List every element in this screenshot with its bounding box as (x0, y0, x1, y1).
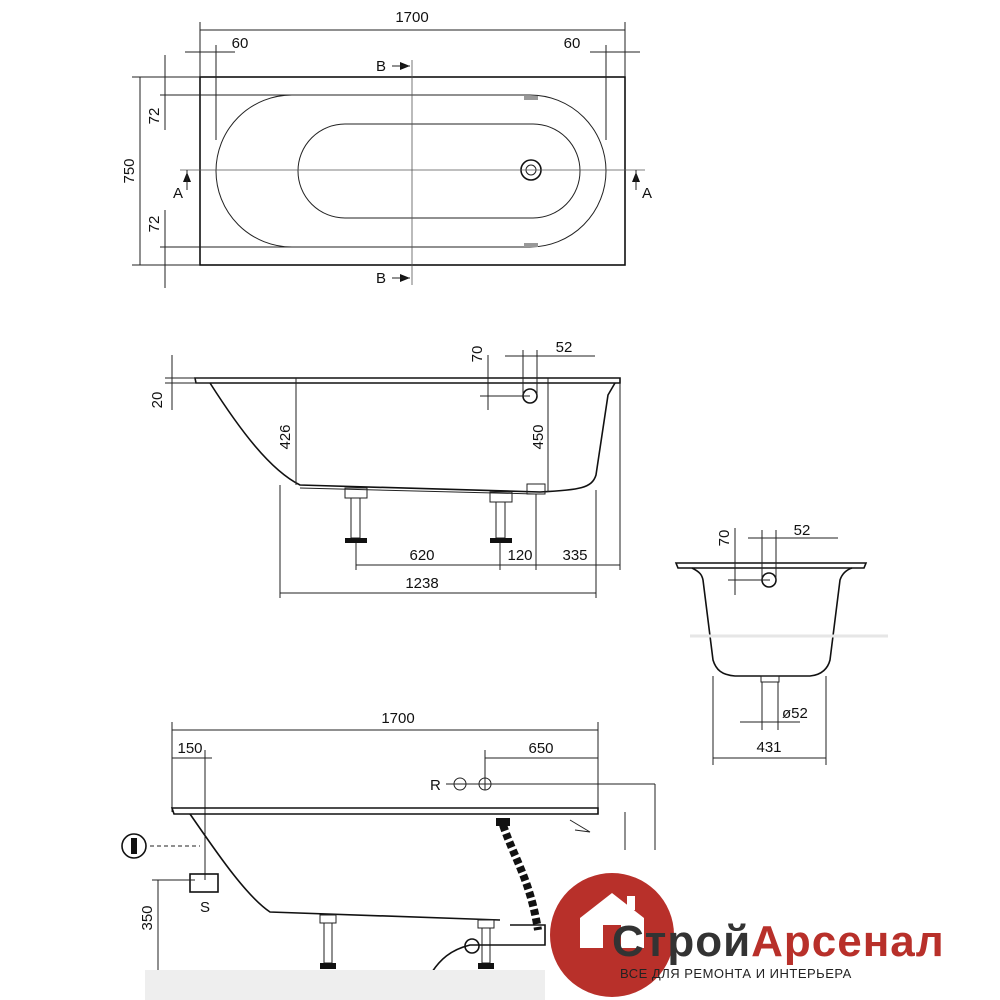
dim-length-top: 1700 (395, 9, 428, 26)
dim-left-offset: 150 (177, 740, 202, 757)
house-chimney (627, 896, 635, 910)
side-view: 20 426 70 52 450 620 120 335 1238 (149, 339, 621, 598)
dim-overflow-offset-side: 52 (556, 339, 573, 356)
cross-body (691, 567, 853, 677)
bath-outline-top (199, 76, 626, 266)
hose-cap (496, 818, 510, 826)
dim-drain-diameter: ø52 (782, 705, 808, 722)
dim-length-install: 1700 (381, 710, 414, 727)
drain-hose (499, 823, 542, 931)
brand-name-part2: Арсенал (751, 917, 945, 966)
floor (145, 970, 545, 1000)
valve-handle (131, 838, 137, 854)
brand-logo: СтройАрсенал ВСЕ ДЛЯ РЕМОНТА И ИНТЕРЬЕРА (550, 873, 945, 997)
dim-tap-offset: 650 (528, 740, 553, 757)
bath-inner-floor (299, 487, 536, 495)
brand-tagline: ВСЕ ДЛЯ РЕМОНТА И ИНТЕРЬЕРА (620, 966, 852, 981)
dim-depth: 426 (277, 424, 294, 449)
dim-drain-offset: 120 (507, 547, 532, 564)
cross-rim (674, 562, 868, 569)
install-view: 1700 150 650 R S 350 (121, 710, 656, 1000)
dim-inner-top: 72 (146, 108, 163, 125)
house-door (603, 925, 621, 948)
tap-label: R (430, 777, 441, 794)
dim-rim: 20 (149, 392, 166, 409)
bath-inner-oval (297, 123, 581, 219)
section-a-left: A (173, 185, 183, 202)
leg-right (489, 491, 513, 543)
handle-bottom (524, 243, 538, 247)
section-b-top: B (376, 58, 386, 75)
section-a-right: A (642, 185, 652, 202)
siphon (431, 924, 546, 973)
dim-outlet-height: 350 (139, 905, 156, 930)
outlet-label: S (200, 899, 210, 916)
leg-left (344, 487, 368, 543)
dim-base-width: 431 (756, 739, 781, 756)
cross-drain (760, 675, 780, 683)
brand-name: СтройАрсенал (612, 917, 945, 966)
brand-name-part1: Строй (612, 917, 751, 966)
overflow-mark (569, 819, 591, 833)
bath-rim-install (170, 807, 599, 815)
dim-overflow-offset-cross: 52 (794, 522, 811, 539)
handle-top (524, 96, 538, 100)
dim-inner-bottom: 72 (146, 216, 163, 233)
section-b-bottom: B (376, 270, 386, 287)
dim-margin-right: 60 (564, 35, 581, 52)
dim-width-top: 750 (121, 158, 138, 183)
dim-overflow-height-side: 70 (469, 346, 486, 363)
dim-leg-spacing: 620 (409, 547, 434, 564)
outlet-box (189, 873, 219, 893)
bath-body-side (209, 382, 616, 493)
dim-margin-left: 60 (232, 35, 249, 52)
bath-body-install (189, 813, 501, 921)
leg-install-left (319, 914, 337, 969)
valve-icon (121, 833, 147, 859)
dim-end-offset: 335 (562, 547, 587, 564)
dim-base-length: 1238 (405, 575, 438, 592)
cross-section: 70 52 ø52 431 (674, 522, 888, 765)
bath-rim-side (194, 377, 621, 384)
top-view: 1700 60 60 750 72 72 A A B B (121, 9, 652, 288)
siphon-joint (464, 938, 480, 954)
bath-outer-oval (215, 94, 607, 248)
dim-overflow-height-cross: 70 (716, 530, 733, 547)
dim-drain-height: 450 (530, 424, 547, 449)
